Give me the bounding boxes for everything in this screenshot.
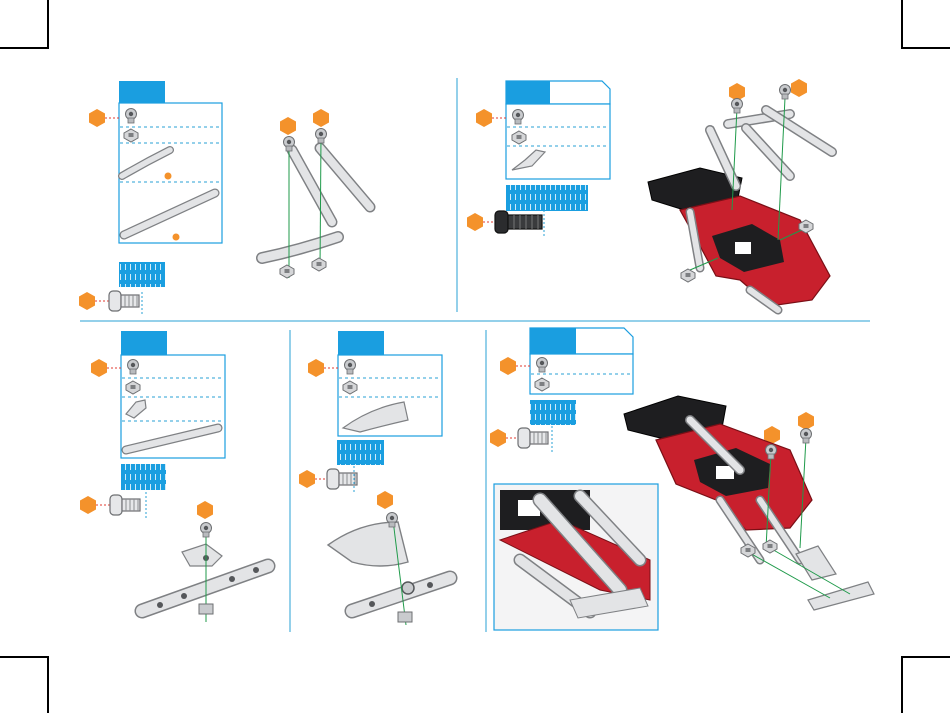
quantity-hex-icon [197,501,213,519]
assembly-illustration [142,523,268,623]
step-number-tab [338,331,384,355]
quantity-hex-icon [467,213,483,231]
size-gauge [337,440,384,465]
step-panel-2 [467,79,832,310]
size-gauge [530,400,576,425]
quantity-hex-icon [79,292,95,310]
quantity-hex-icon [476,109,492,127]
quantity-hex-icon [308,359,324,377]
size-gauge [506,185,588,211]
quantity-hex-icon [490,429,506,447]
bolt-size-icon [327,469,357,489]
quantity-hex-icon [798,412,814,430]
quantity-hex-icon [313,109,329,127]
assembly-illustration [262,129,370,279]
quantity-hex-icon [299,470,315,488]
step-panel-5 [490,328,874,630]
step-number-tab [506,81,550,104]
assembly-illustration [648,85,832,311]
step-panel-4 [299,331,450,625]
quantity-hex-icon [280,117,296,135]
assembly-illustration [624,396,874,610]
step-number-tab [530,328,576,354]
quantity-hex-icon [89,109,105,127]
bolt-size-icon [495,211,542,233]
bolt-size-icon [110,495,140,515]
quantity-hex-icon [91,359,107,377]
step-panel-1 [79,81,370,315]
bolt-size-icon [109,291,139,311]
quantity-hex-icon [500,357,516,375]
quantity-hex-icon [791,79,807,97]
step-number-tab [121,331,167,355]
bolt-size-icon [518,428,548,448]
quantity-hex-icon [377,491,393,509]
step-panel-3 [80,331,268,622]
size-gauge [119,262,165,287]
quantity-hex-icon [80,496,96,514]
step-number-tab [119,81,165,103]
assembly-illustration [328,513,450,626]
size-gauge [121,464,166,490]
